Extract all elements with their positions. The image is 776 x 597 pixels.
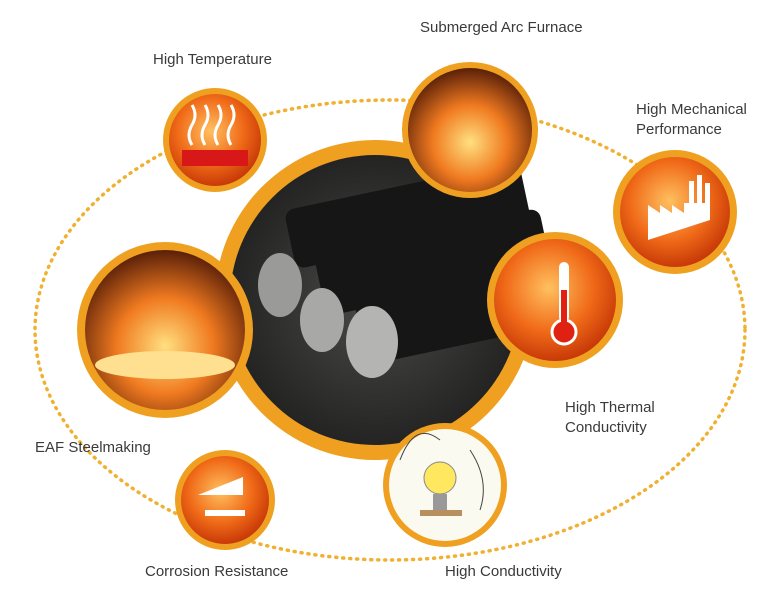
label-high-thermal-1: High Thermal <box>565 399 655 416</box>
high-thermal-badge <box>487 232 623 368</box>
central-electrodes-image <box>215 140 562 460</box>
label-high-thermal-2: Conductivity <box>565 419 647 436</box>
label-high-conductivity: High Conductivity <box>445 563 562 580</box>
label-eaf-steelmaking: EAF Steelmaking <box>35 439 151 456</box>
label-high-mechanical-1: High Mechanical <box>636 101 747 118</box>
submerged-arc-furnace-photo <box>402 62 538 198</box>
eaf-steelmaking-photo <box>77 242 253 418</box>
corrosion-resistance-badge <box>175 450 275 550</box>
label-high-temperature: High Temperature <box>153 51 272 68</box>
high-temperature-badge <box>163 88 267 192</box>
light-bulb-image <box>383 423 507 547</box>
high-mechanical-badge <box>613 150 737 274</box>
dotted-orbit <box>33 98 747 562</box>
label-corrosion-resistance: Corrosion Resistance <box>145 563 289 580</box>
label-high-mechanical-2: Performance <box>636 121 722 138</box>
label-submerged-arc-furnace: Submerged Arc Furnace <box>420 19 583 36</box>
